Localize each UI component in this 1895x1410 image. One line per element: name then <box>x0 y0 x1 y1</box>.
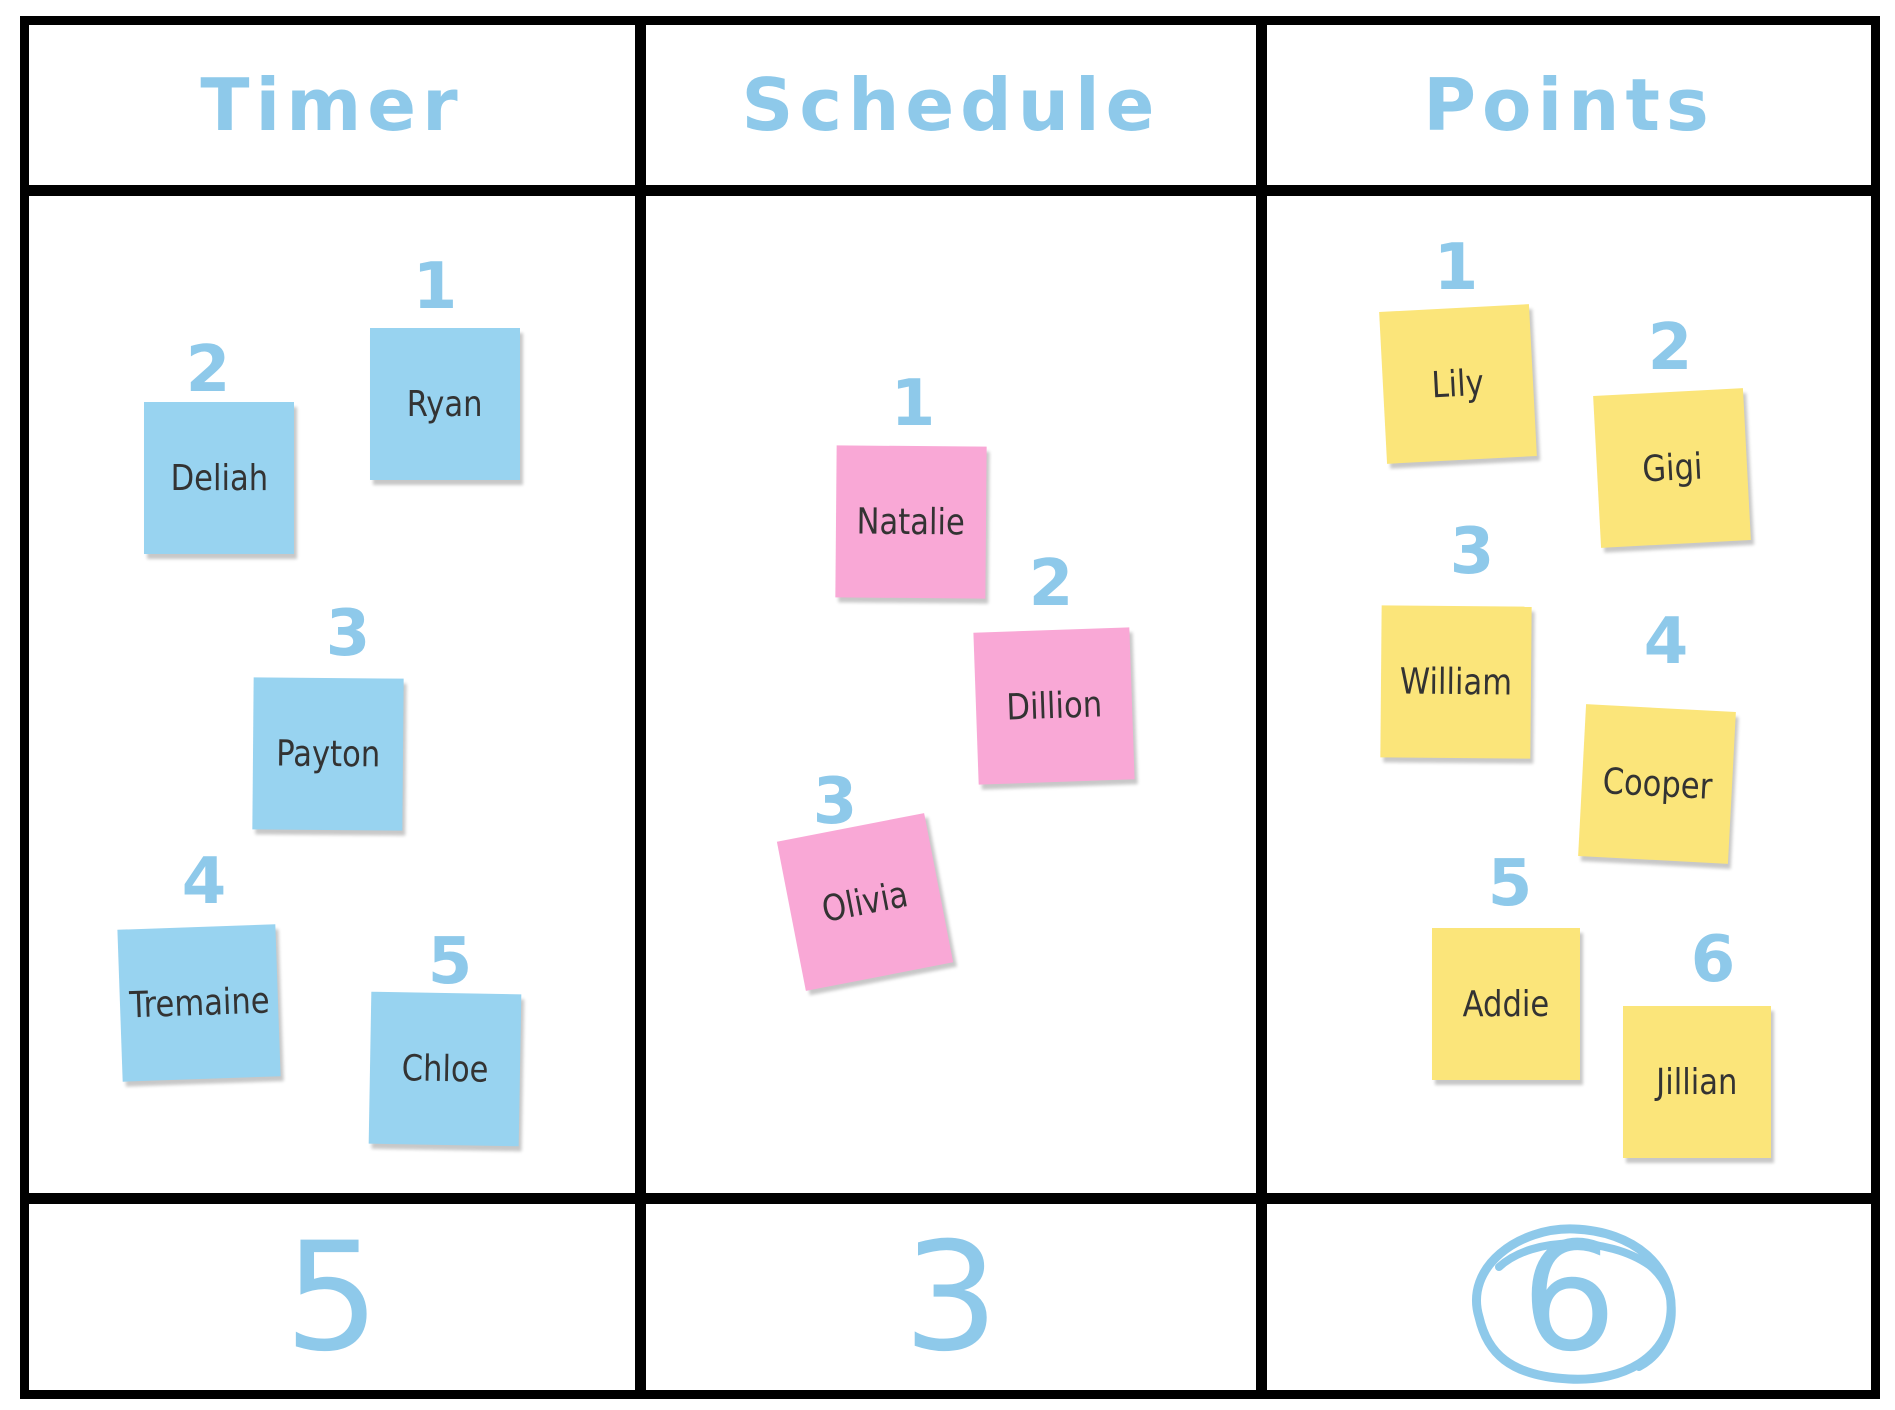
rank-label: 3 <box>325 597 371 671</box>
sticky-note-label: Gigi <box>1640 445 1704 491</box>
sticky-note-label: Natalie <box>856 501 966 543</box>
sticky-note-label: Tremaine <box>128 980 270 1026</box>
sticky-note[interactable]: Lily <box>1379 304 1537 464</box>
rank-label: 1 <box>1433 231 1479 305</box>
sticky-note-label: Ryan <box>407 383 483 425</box>
sticky-note[interactable]: Chloe <box>368 991 522 1147</box>
sticky-note-label: Chloe <box>401 1047 489 1091</box>
grid-border-right <box>1871 16 1880 1399</box>
rank-label: 2 <box>1647 311 1693 385</box>
column-header-schedule: Schedule <box>741 63 1161 147</box>
sticky-note-label: William <box>1399 661 1513 703</box>
sticky-note[interactable]: Olivia <box>776 813 954 991</box>
sticky-note[interactable]: Gigi <box>1593 388 1751 548</box>
rank-label: 2 <box>185 333 231 407</box>
sticky-note[interactable]: Jillian <box>1623 1006 1771 1158</box>
sticky-note-label: Addie <box>1462 983 1550 1025</box>
rank-label: 1 <box>412 250 458 324</box>
rank-label: 2 <box>1028 547 1074 621</box>
grid-divider-col-2 <box>1256 16 1267 1399</box>
sticky-note[interactable]: Cooper <box>1578 704 1736 864</box>
sticky-note[interactable]: Natalie <box>835 445 987 599</box>
column-total-schedule: 3 <box>646 1205 1256 1390</box>
sticky-note-label: Olivia <box>818 873 912 931</box>
grid-divider-header <box>20 185 1880 196</box>
sticky-note-label: Jillian <box>1656 1061 1738 1103</box>
circle-highlight-icon <box>1472 1224 1676 1384</box>
rank-label: 4 <box>1643 605 1689 679</box>
total-number: 6 <box>1521 1210 1617 1385</box>
rank-label: 3 <box>1449 515 1495 589</box>
rank-label: 1 <box>890 367 936 441</box>
grid-divider-footer <box>20 1193 1880 1204</box>
sticky-note-label: Cooper <box>1601 760 1713 808</box>
sticky-note[interactable]: Deliah <box>144 402 294 554</box>
total-number: 5 <box>284 1210 380 1385</box>
rank-label: 5 <box>427 925 473 999</box>
total-number: 3 <box>903 1210 999 1385</box>
grid-border-top <box>20 16 1880 25</box>
rank-label: 3 <box>812 765 858 839</box>
rank-label: 5 <box>1487 847 1533 921</box>
rank-label: 4 <box>181 845 227 919</box>
grid-border-bottom <box>20 1390 1880 1399</box>
sticky-note-label: Lily <box>1430 362 1486 406</box>
column-header-points: Points <box>1423 63 1715 147</box>
sticky-note-label: Payton <box>275 733 381 775</box>
sticky-note[interactable]: Addie <box>1432 928 1580 1080</box>
sticky-note[interactable]: Payton <box>252 677 404 831</box>
sticky-note[interactable]: Ryan <box>370 328 520 480</box>
grid-divider-col-1 <box>635 16 646 1399</box>
rank-label: 6 <box>1690 923 1736 997</box>
column-total-timer: 5 <box>29 1205 635 1390</box>
column-total-points: 6 <box>1267 1205 1871 1390</box>
sticky-note[interactable]: Tremaine <box>117 924 281 1082</box>
sticky-note-label: Deliah <box>170 457 268 499</box>
sticky-note[interactable]: Dillion <box>973 627 1135 785</box>
column-header-timer: Timer <box>200 63 464 147</box>
sticky-note-label: Dillion <box>1005 683 1103 729</box>
grid-border-left <box>20 16 29 1399</box>
sticky-note[interactable]: William <box>1380 605 1532 759</box>
